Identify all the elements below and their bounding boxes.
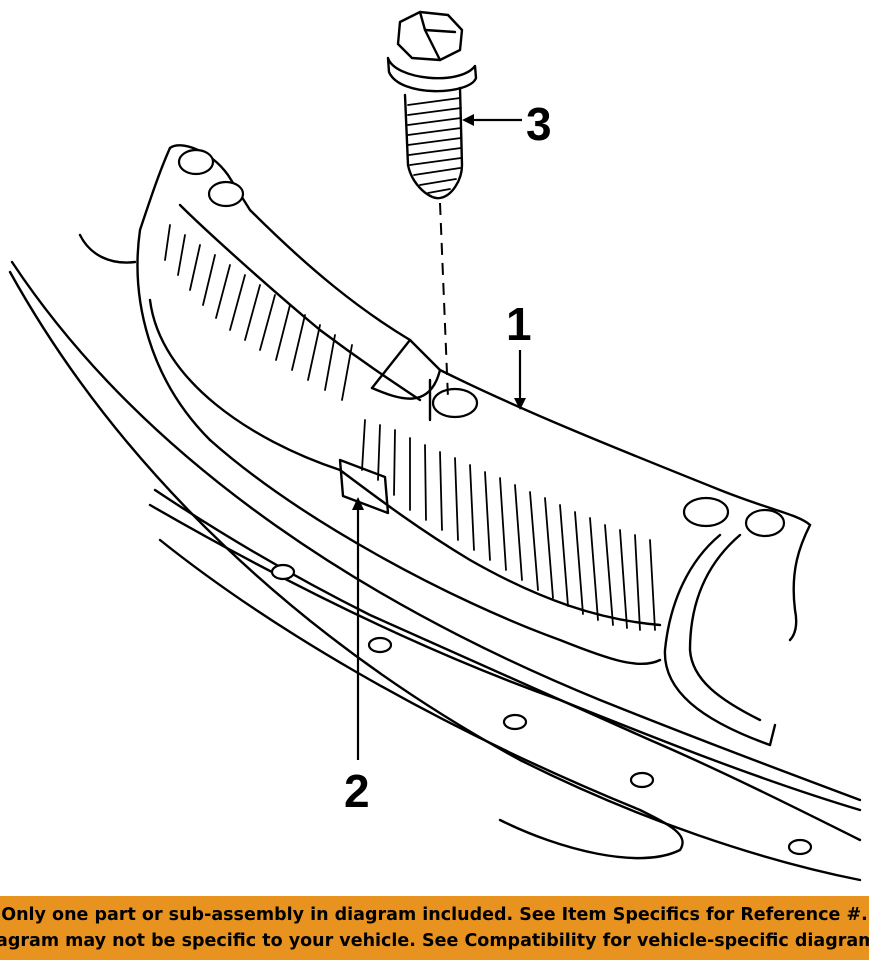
grille-exploded-view: 1 2 3	[8, 10, 862, 882]
callout-1: 1	[506, 298, 532, 350]
bumper-fascia-lines	[8, 260, 862, 882]
grille-bars	[164, 224, 656, 631]
leader-lines	[352, 114, 526, 760]
disclaimer-banner: Only one part or sub-assembly in diagram…	[0, 896, 869, 960]
bumper-holes	[270, 563, 813, 856]
disclaimer-line-1: Only one part or sub-assembly in diagram…	[1, 905, 868, 925]
callout-2: 2	[344, 765, 370, 817]
grille-assembly	[78, 144, 812, 747]
emblem-plate	[338, 458, 390, 515]
bolt-fastener	[386, 10, 478, 200]
parts-diagram: 1 2 3	[8, 10, 862, 882]
grille-holes	[177, 148, 786, 538]
install-path-line	[439, 202, 449, 399]
callout-3: 3	[526, 98, 552, 150]
disclaimer-line-2: Diagram may not be specific to your vehi…	[0, 931, 869, 951]
